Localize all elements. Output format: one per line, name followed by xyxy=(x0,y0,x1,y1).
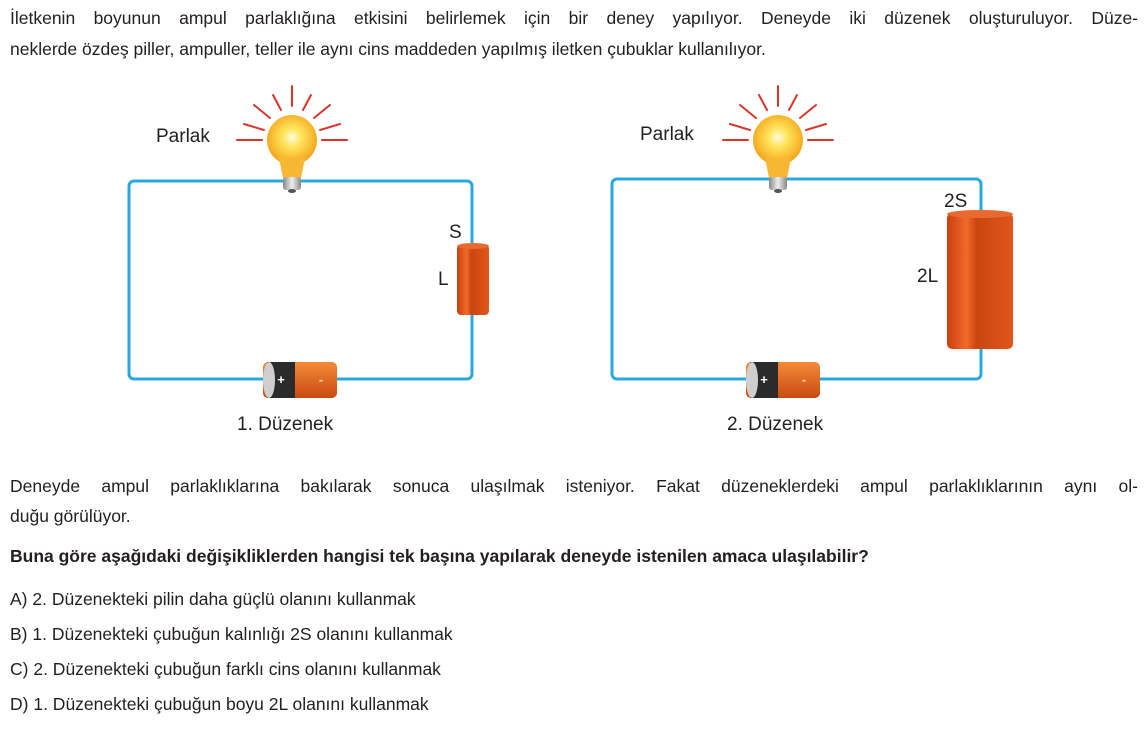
option-d[interactable]: D) 1. Düzenekteki çubuğun boyu 2L olanın… xyxy=(10,694,1138,715)
option-text: 2. Düzenekteki pilin daha güçlü olanını … xyxy=(32,589,416,609)
bulb-label-2: Parlak xyxy=(640,124,694,145)
battery-minus: - xyxy=(319,372,323,387)
rod-length-label-1: L xyxy=(438,269,449,290)
option-c[interactable]: C) 2. Düzenekteki çubuğun farklı cins ol… xyxy=(10,659,1138,680)
observation-line-1: Deneyde ampul parlaklıklarına bakılarak … xyxy=(10,476,1138,496)
conductor-rod xyxy=(947,210,1013,349)
option-b[interactable]: B) 1. Düzenekteki çubuğun kalınlığı 2S o… xyxy=(10,624,1138,645)
option-letter: B) xyxy=(10,624,28,644)
conductor-rod xyxy=(457,243,489,315)
option-text: 1. Düzenekteki çubuğun boyu 2L olanını k… xyxy=(33,694,429,714)
lightbulb-icon xyxy=(722,85,834,193)
battery-icon: + - xyxy=(746,362,820,398)
battery-icon: + - xyxy=(263,362,337,398)
option-letter: D) xyxy=(10,694,29,714)
observation-line-2: duğu görülüyor. xyxy=(10,506,131,526)
option-letter: C) xyxy=(10,659,29,679)
option-letter: A) xyxy=(10,589,28,609)
intro-line-1: İletkenin boyunun ampul parlaklığına etk… xyxy=(10,8,1138,28)
rod-length-label-2: 2L xyxy=(917,266,939,287)
battery-plus: + xyxy=(760,372,768,387)
question-stem: Buna göre aşağıdaki değişikliklerden han… xyxy=(10,546,869,566)
option-text: 2. Düzenekteki çubuğun farklı cins olanı… xyxy=(33,659,441,679)
rod-thickness-label-2: 2S xyxy=(944,191,968,212)
wire-loop xyxy=(127,179,474,381)
battery-plus: + xyxy=(277,372,285,387)
circuit-2: + - xyxy=(610,85,1013,398)
caption-setup-2: 2. Düzenek xyxy=(727,414,824,435)
lightbulb-icon xyxy=(236,85,348,193)
caption-setup-1: 1. Düzenek xyxy=(237,414,334,435)
intro-line-2: neklerde özdeş piller, ampuller, teller … xyxy=(10,39,766,59)
option-text: 1. Düzenekteki çubuğun kalınlığı 2S olan… xyxy=(32,624,453,644)
circuit-1: + - xyxy=(127,85,489,398)
bulb-label-1: Parlak xyxy=(156,126,210,147)
battery-minus: - xyxy=(802,372,806,387)
rod-thickness-label-1: S xyxy=(449,222,462,243)
circuits-figure: + - + - xyxy=(127,85,1013,398)
option-a[interactable]: A) 2. Düzenekteki pilin daha güçlü olanı… xyxy=(10,589,1138,610)
